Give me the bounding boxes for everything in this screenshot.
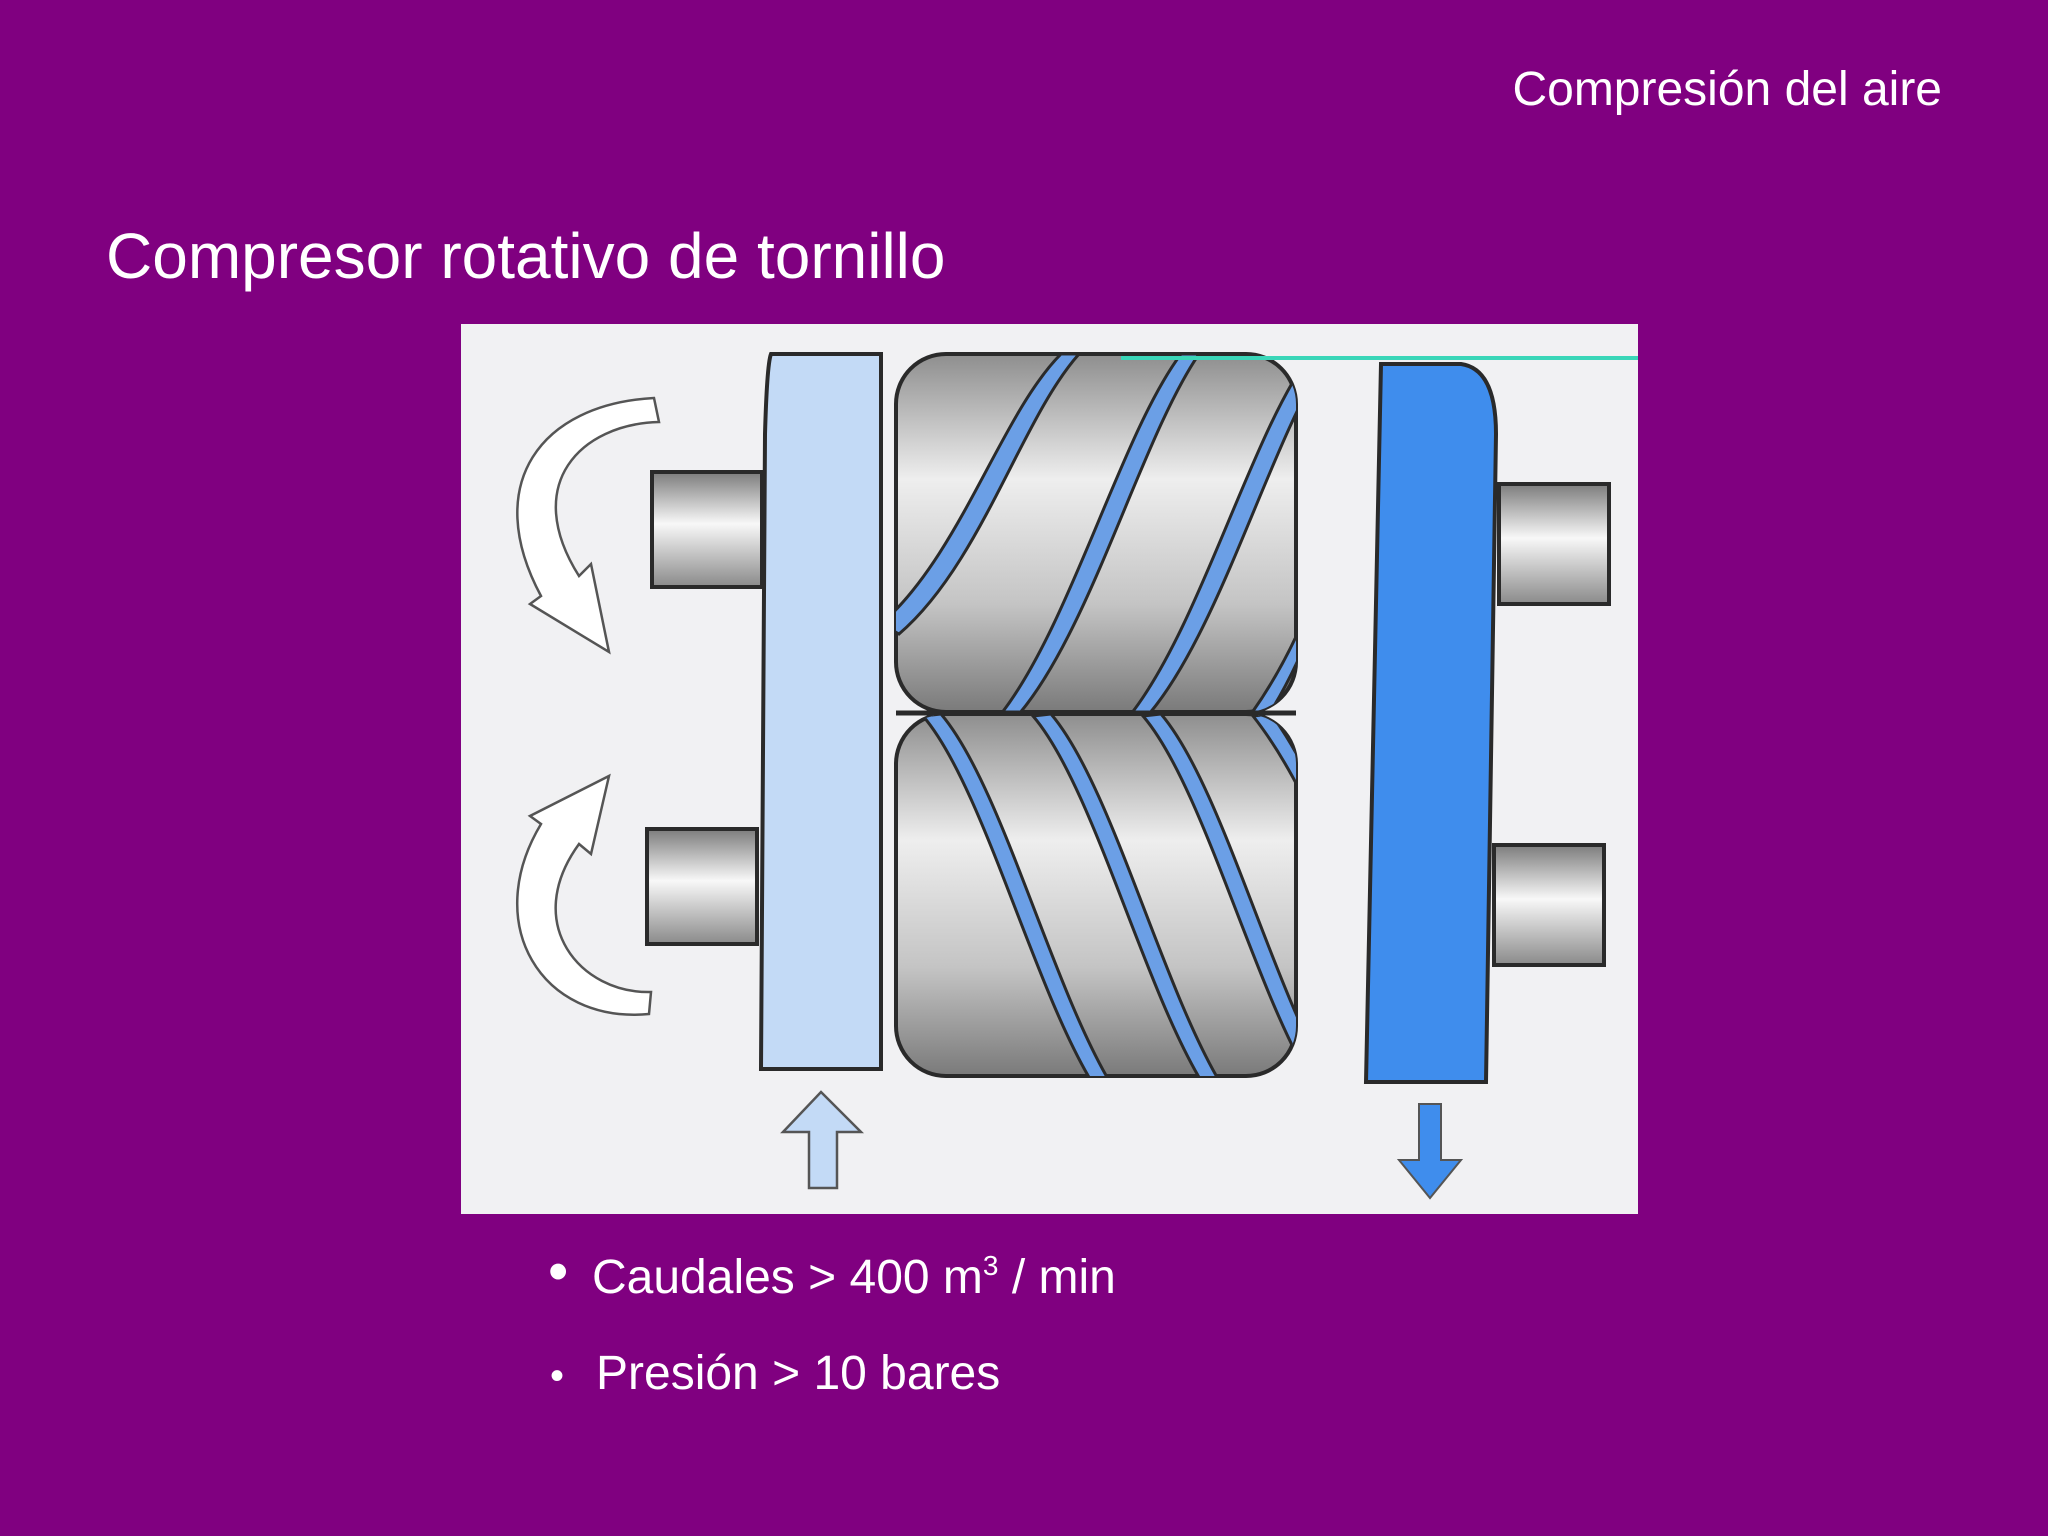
bullet-marker: • [550, 1354, 565, 1398]
outlet-arrow-down-icon [1396, 1103, 1464, 1200]
shaft-left-top [650, 470, 764, 589]
bullet-text-presion: Presión > 10 bares [596, 1347, 1001, 1400]
rotor-top [894, 352, 1298, 714]
shaft-right-top [1497, 482, 1611, 606]
bullet-text-caudales-unit: / min [998, 1251, 1116, 1304]
rotor-bottom [894, 712, 1298, 1078]
shaft-right-bottom [1492, 843, 1606, 967]
inlet-arrow-up-icon [780, 1090, 865, 1190]
shaft-left-bottom [645, 827, 759, 946]
rotation-arrow-clockwise-icon [516, 396, 661, 655]
section-header-title: Compresión del aire [1512, 63, 1942, 116]
bullet-text-superscript: 3 [982, 1250, 999, 1281]
inlet-plate [758, 352, 883, 1071]
slide-title: Compresor rotativo de tornillo [106, 220, 946, 292]
outlet-plate [1363, 362, 1499, 1084]
bullet-marker: • [548, 1239, 569, 1304]
bullet-text-caudales-main: Caudales > 400 m [592, 1251, 983, 1304]
rotation-arrow-counterclockwise-icon [516, 773, 653, 1016]
bullet-text-caudales: Caudales > 400 m3 / min [592, 1248, 1116, 1308]
screw-compressor-diagram [461, 324, 1638, 1214]
